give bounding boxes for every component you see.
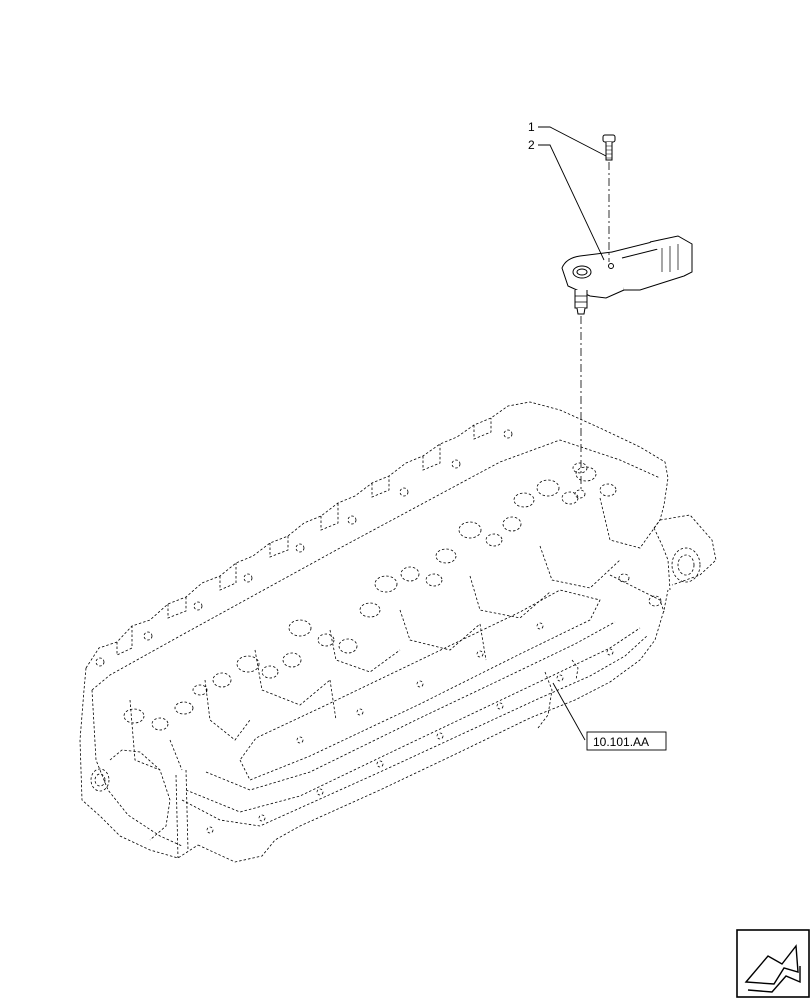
callout-1: 1 — [528, 120, 607, 157]
cylinder-head-assembly — [79, 401, 717, 863]
assembly-centerlines — [580, 162, 610, 490]
reference-label: 10.101.AA — [593, 735, 649, 749]
callout-number: 1 — [528, 120, 535, 134]
screw-part — [602, 134, 616, 161]
pressure-sensor-part — [561, 235, 693, 315]
cross-reference[interactable]: 10.101.AA — [552, 682, 667, 751]
callout-number: 2 — [528, 138, 535, 152]
reference-leader-line — [552, 682, 586, 741]
leader-line — [538, 144, 605, 261]
callout-2: 2 — [528, 138, 605, 261]
next-page-arrow-icon[interactable] — [736, 929, 810, 998]
leader-line — [538, 126, 607, 157]
reference-box — [586, 731, 667, 751]
